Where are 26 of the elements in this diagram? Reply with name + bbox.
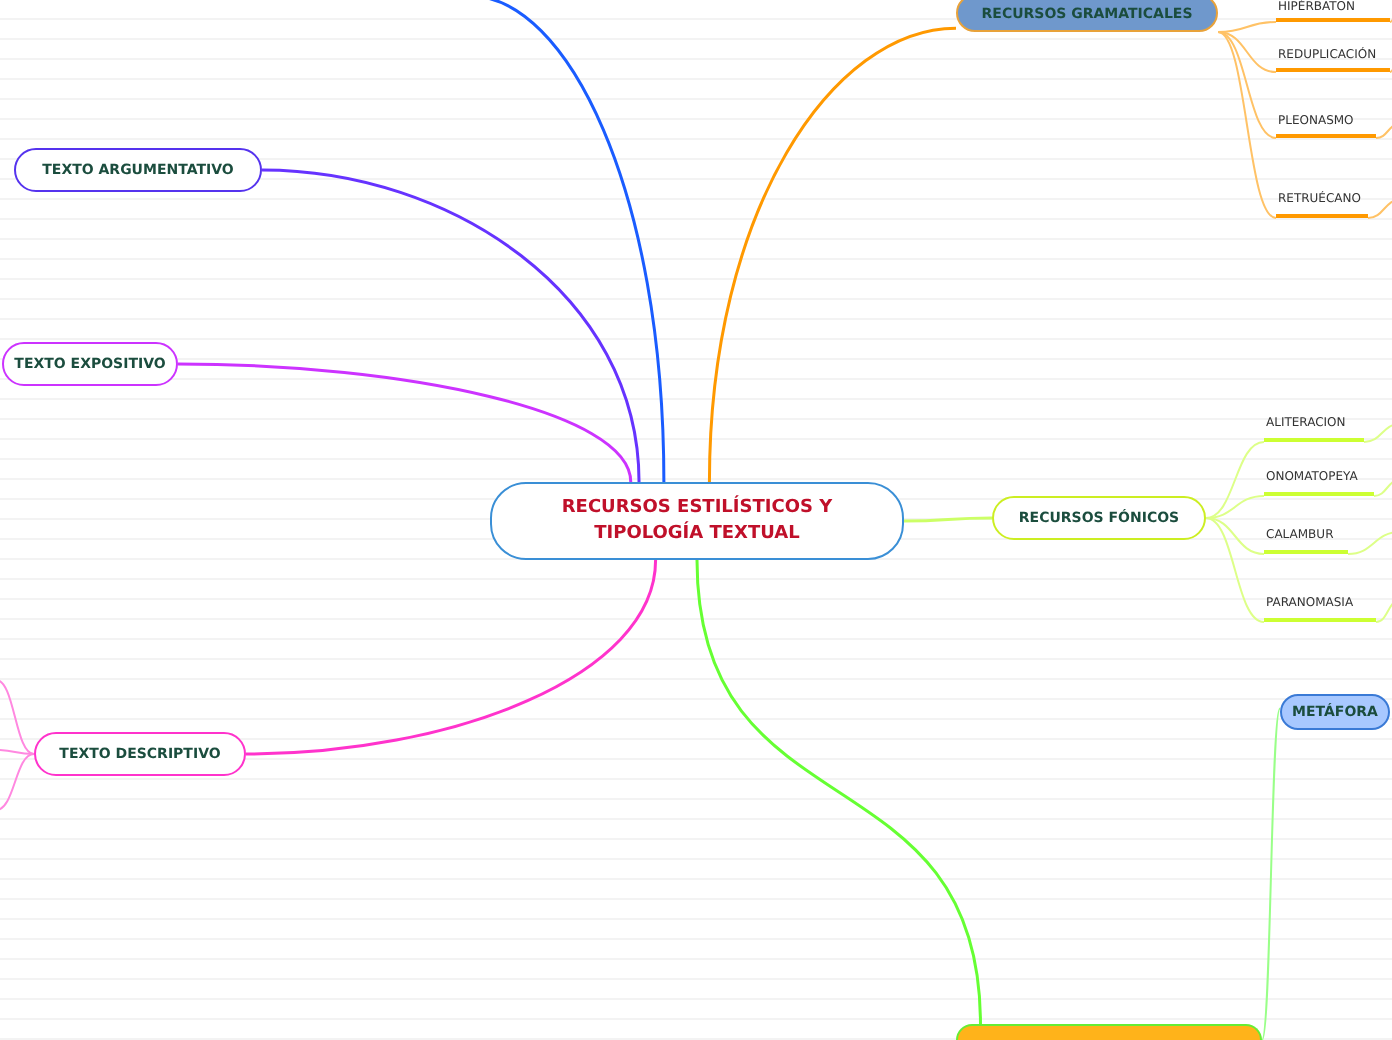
connector-line: [0, 753, 35, 811]
connector-line: [1347, 531, 1392, 555]
connector-line: [0, 749, 35, 755]
connector-line: [1261, 707, 1281, 1040]
connector-line: [1205, 517, 1265, 623]
empty-topic-box: [956, 1024, 1262, 1040]
connector-line: [707, 26, 957, 483]
central-topic: RECURSOS ESTILÍSTICOS Y TIPOLOGÍA TEXTUAL: [490, 482, 904, 560]
connector-line: [177, 362, 633, 483]
connector-line: [1375, 123, 1392, 139]
connector-line: [695, 559, 982, 1025]
connector-line: [1217, 31, 1277, 219]
connector-line: [1367, 199, 1392, 219]
connector-line: [1205, 517, 1265, 555]
connector-line: [1373, 479, 1392, 497]
connector-line: [904, 516, 992, 523]
connector-line: [1375, 599, 1392, 623]
connector-line: [1205, 441, 1265, 519]
connector-line: [0, 679, 35, 755]
connector-line: [1217, 21, 1277, 33]
connector-line: [261, 168, 641, 483]
connector-line: [245, 559, 658, 756]
connector-line: [1363, 423, 1392, 443]
connector-line: [1205, 495, 1265, 519]
connector-line: [1217, 31, 1277, 139]
connector-line: [1217, 31, 1277, 73]
